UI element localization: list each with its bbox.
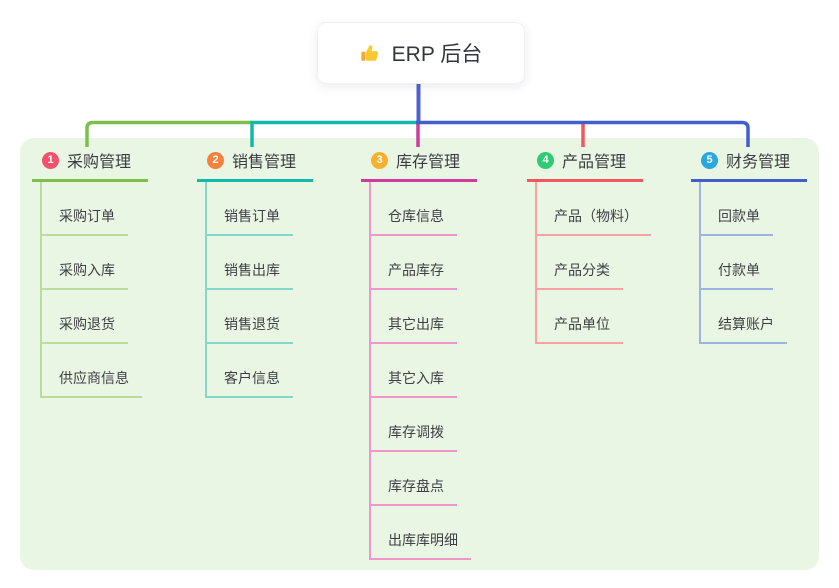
child-node[interactable]: 仓库信息 (371, 182, 457, 236)
child-node[interactable]: 回款单 (701, 182, 773, 236)
branch-finance: 5 财务管理 回款单 付款单 结算账户 (691, 148, 807, 344)
branch-purchase-children: 采购订单 采购入库 采购退货 供应商信息 (40, 182, 148, 398)
branch-label: 产品管理 (562, 154, 627, 171)
thumbs-up-icon (360, 42, 382, 64)
child-node[interactable]: 产品单位 (537, 290, 623, 344)
branch-product-header[interactable]: 4 产品管理 (527, 148, 643, 182)
child-node[interactable]: 产品库存 (371, 236, 457, 290)
child-node[interactable]: 产品（物料） (537, 182, 651, 236)
branch-label: 财务管理 (726, 154, 791, 171)
child-node[interactable]: 库存调拨 (371, 398, 457, 452)
child-node[interactable]: 其它入库 (371, 344, 457, 398)
child-node[interactable]: 出库库明细 (371, 506, 471, 560)
badge-5: 5 (701, 151, 718, 169)
branch-label: 销售管理 (232, 154, 297, 171)
branch-inventory: 3 库存管理 仓库信息 产品库存 其它出库 其它入库 库存调拨 库存盘点 出库库… (361, 148, 477, 560)
child-node[interactable]: 采购退货 (42, 290, 128, 344)
child-node[interactable]: 销售订单 (207, 182, 293, 236)
branch-inventory-children: 仓库信息 产品库存 其它出库 其它入库 库存调拨 库存盘点 出库库明细 (369, 182, 477, 560)
child-node[interactable]: 客户信息 (207, 344, 293, 398)
root-node[interactable]: ERP 后台 (317, 22, 525, 84)
branch-inventory-header[interactable]: 3 库存管理 (361, 148, 477, 182)
branch-sales-children: 销售订单 销售出库 销售退货 客户信息 (205, 182, 313, 398)
child-node[interactable]: 销售退货 (207, 290, 293, 344)
badge-3: 3 (371, 151, 388, 169)
child-node[interactable]: 销售出库 (207, 236, 293, 290)
child-node[interactable]: 其它出库 (371, 290, 457, 344)
badge-2: 2 (207, 151, 224, 169)
branch-sales: 2 销售管理 销售订单 销售出库 销售退货 客户信息 (197, 148, 313, 398)
child-node[interactable]: 产品分类 (537, 236, 623, 290)
branch-finance-children: 回款单 付款单 结算账户 (699, 182, 807, 344)
branch-sales-header[interactable]: 2 销售管理 (197, 148, 313, 182)
child-node[interactable]: 付款单 (701, 236, 773, 290)
branch-finance-header[interactable]: 5 财务管理 (691, 148, 807, 182)
badge-1: 1 (42, 151, 59, 169)
root-title: ERP 后台 (391, 43, 483, 66)
branch-label: 库存管理 (396, 154, 461, 171)
child-node[interactable]: 供应商信息 (42, 344, 142, 398)
child-node[interactable]: 采购入库 (42, 236, 128, 290)
child-node[interactable]: 库存盘点 (371, 452, 457, 506)
branch-product: 4 产品管理 产品（物料） 产品分类 产品单位 (527, 148, 651, 344)
branch-purchase-header[interactable]: 1 采购管理 (32, 148, 148, 182)
branches-panel (20, 138, 819, 570)
branch-product-children: 产品（物料） 产品分类 产品单位 (535, 182, 651, 344)
branch-purchase: 1 采购管理 采购订单 采购入库 采购退货 供应商信息 (32, 148, 148, 398)
child-node[interactable]: 结算账户 (701, 290, 787, 344)
badge-4: 4 (537, 151, 554, 169)
child-node[interactable]: 采购订单 (42, 182, 128, 236)
branch-label: 采购管理 (67, 154, 132, 171)
